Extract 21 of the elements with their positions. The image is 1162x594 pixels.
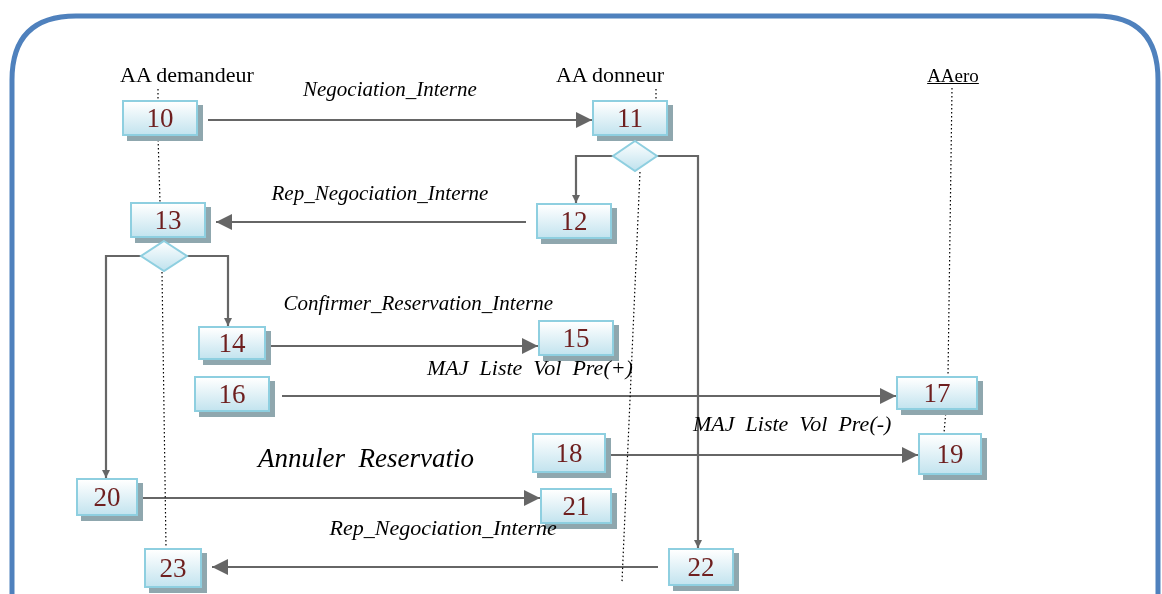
diamond-shape: [612, 140, 658, 172]
lifeline-header: AA donneur: [522, 61, 698, 89]
arrow: [212, 559, 658, 575]
diamond-shape: [140, 240, 188, 272]
arrow: [186, 254, 232, 326]
lifeline-header: AAero: [912, 64, 994, 88]
lifeline: [655, 88, 657, 101]
lifeline-header: AA demandeur: [92, 61, 282, 89]
lifeline: [157, 88, 159, 101]
edge-label: Annuler Reservatio: [258, 442, 474, 474]
arrow: [216, 214, 526, 230]
arrow: [102, 254, 142, 478]
edge-label: Confirmer_Reservation_Interne: [283, 290, 553, 316]
arrow: [572, 154, 614, 203]
arrow: [282, 388, 896, 404]
edge-label: Negociation_Interne: [303, 76, 477, 102]
edge-label: MAJ Liste Vol Pre(+): [427, 355, 633, 381]
lifeline: [621, 171, 641, 583]
arrow: [656, 154, 702, 548]
edge-label: Rep_Negociation_Interne: [271, 180, 489, 206]
arrow: [208, 112, 592, 128]
